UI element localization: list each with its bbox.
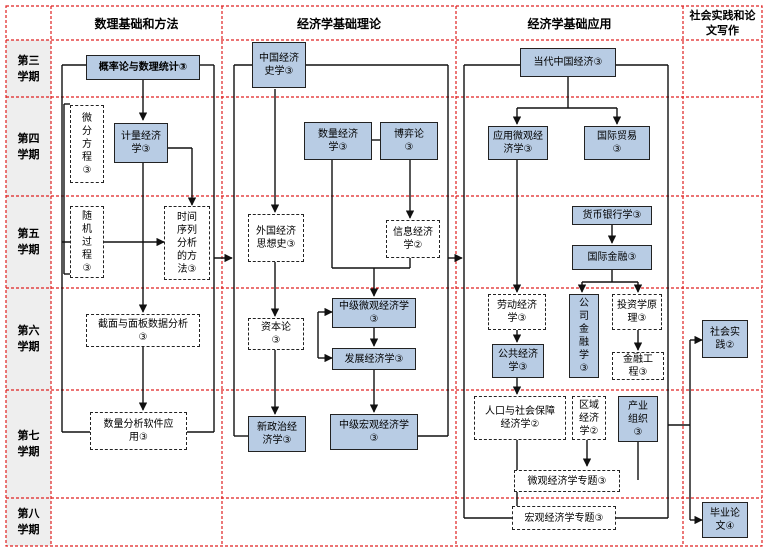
course-differential-equations[interactable]: 微分方程③ (70, 105, 104, 183)
course-probability[interactable]: 概率论与数理统计③ (86, 55, 200, 80)
course-applied-microeconomics[interactable]: 应用微观经济学③ (488, 126, 548, 160)
course-game-theory[interactable]: 博弈论③ (380, 122, 438, 160)
course-money-banking[interactable]: 货币银行学③ (572, 206, 652, 225)
course-graduation-thesis[interactable]: 毕业论文④ (702, 502, 748, 538)
course-microeconomics-topics[interactable]: 微观经济学专题③ (514, 470, 620, 492)
course-software[interactable]: 数量分析软件应用③ (90, 412, 187, 450)
course-intermediate-microeconomics[interactable]: 中级微观经济学③ (332, 298, 416, 328)
course-chinese-economic-history[interactable]: 中国经济史学③ (252, 42, 306, 88)
course-macroeconomics-topics[interactable]: 宏观经济学专题③ (512, 506, 616, 530)
course-corporate-finance[interactable]: 公司金融学③ (569, 294, 599, 378)
column-header-theory: 经济学基础理论 (296, 16, 381, 31)
semester-6-label: 第六学期 (8, 290, 49, 388)
course-development-economics[interactable]: 发展经济学③ (332, 348, 416, 370)
course-stochastic-process[interactable]: 随机过程③ (70, 206, 104, 278)
course-new-political-economy[interactable]: 新政治经济学③ (248, 416, 306, 452)
course-financial-engineering[interactable]: 金融工程③ (612, 352, 664, 380)
course-time-series[interactable]: 时间序列分析的方法③ (164, 206, 210, 280)
semester-5-label: 第五学期 (8, 198, 49, 286)
course-quantitative-economics[interactable]: 数量经济学③ (304, 122, 372, 160)
course-intermediate-macroeconomics[interactable]: 中级宏观经济学③ (330, 414, 418, 450)
course-social-practice[interactable]: 社会实践② (702, 320, 748, 358)
course-public-economics[interactable]: 公共经济学③ (492, 344, 544, 378)
course-econometrics[interactable]: 计量经济学③ (114, 123, 168, 163)
semester-4-label: 第四学期 (8, 99, 49, 194)
course-industrial-organization[interactable]: 产业组织③ (618, 396, 658, 442)
course-regional-economics[interactable]: 区域经济学② (572, 396, 606, 440)
course-labor-economics[interactable]: 劳动经济学③ (488, 294, 546, 330)
column-header-application: 经济学基础应用 (527, 16, 612, 31)
column-header-practice: 社会实践和论文写作 (689, 9, 756, 37)
semester-7-label: 第七学期 (8, 392, 49, 496)
course-international-finance[interactable]: 国际金融③ (572, 245, 652, 270)
course-das-kapital[interactable]: 资本论③ (248, 318, 304, 350)
course-international-trade[interactable]: 国际贸易③ (584, 126, 650, 160)
column-header-math: 数理基础和方法 (94, 16, 179, 31)
course-population-social-security[interactable]: 人口与社会保障经济学② (474, 396, 566, 440)
course-information-economics[interactable]: 信息经济学② (386, 220, 440, 258)
course-foreign-economic-thought[interactable]: 外国经济思想史③ (248, 214, 304, 262)
course-investment-principles[interactable]: 投资学原理③ (612, 294, 662, 330)
course-contemporary-chinese-economy[interactable]: 当代中国经济③ (520, 48, 616, 77)
course-panel-data[interactable]: 截面与面板数据分析③ (86, 314, 200, 347)
semester-8-label: 第八学期 (8, 500, 49, 544)
semester-3-label: 第三学期 (8, 42, 49, 95)
